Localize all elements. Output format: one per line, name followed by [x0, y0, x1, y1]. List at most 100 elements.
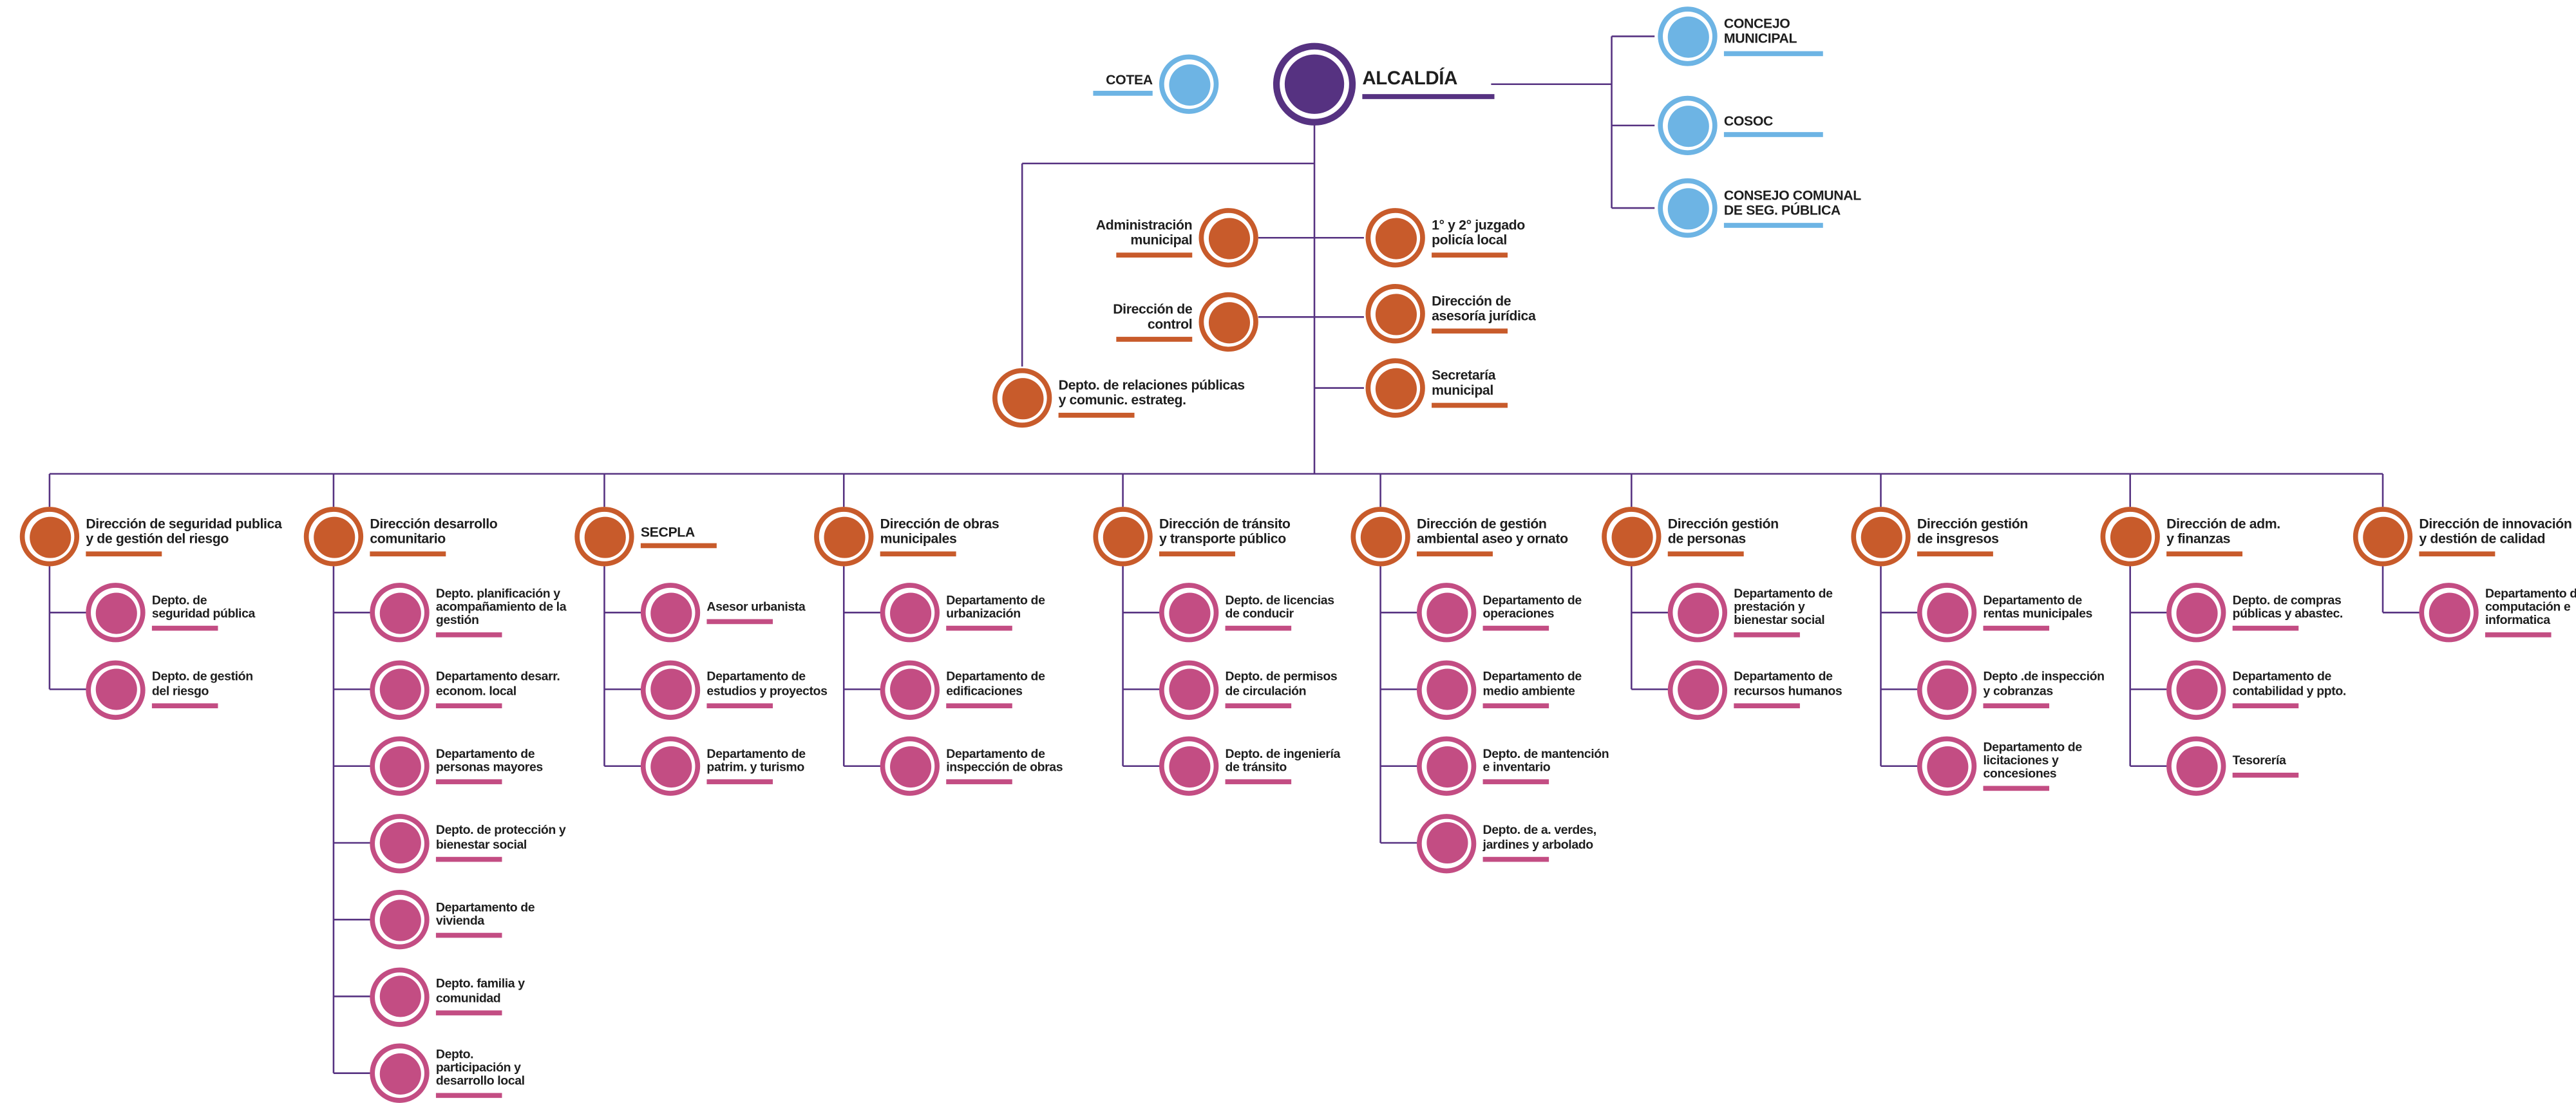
departamento-node-8-1-label-group: Departamento de rentas municipales — [1983, 593, 2092, 632]
departamento-node-9-1-label-group: Depto. de compras públicas y abastec. — [2232, 593, 2343, 632]
departamento-node-9-3-circle-fill — [2175, 745, 2217, 787]
direccion-control-node-underline — [1116, 336, 1193, 341]
departamento-node-4-1-label: Departamento de urbanización — [946, 592, 1045, 621]
departamento-node-9-1-circle — [2166, 583, 2226, 643]
cosoc-node-circle — [1658, 95, 1718, 156]
concejo-municipal-node-label-group: CONCEJO MUNICIPAL — [1723, 17, 1823, 56]
departamento-node-10-1-underline — [2485, 632, 2552, 638]
departamento-node-6-2-circle — [1416, 659, 1477, 719]
relaciones-publicas-node-label: Depto. de relaciones públicas y comunic.… — [1058, 377, 1245, 408]
departamento-node-2-7-underline — [435, 1093, 502, 1098]
cotea-node: COTEA — [1093, 54, 1219, 114]
departamento-node-4-3-label: Departamento de inspección de obras — [946, 746, 1063, 775]
departamento-node-3-3-label-group: Departamento de patrim. y turismo — [706, 746, 806, 785]
direccion-node-4-underline — [880, 551, 956, 556]
departamento-node-1-2-label: Depto. de gestión del riesgo — [151, 669, 253, 698]
departamento-node-1-1: Depto. de seguridad pública — [86, 583, 255, 643]
departamento-node-3-1-underline — [706, 619, 773, 625]
relaciones-publicas-node-label-group: Depto. de relaciones públicas y comunic.… — [1058, 377, 1245, 417]
departamento-node-2-3-underline — [435, 779, 502, 785]
departamento-node-6-4-label-group: Depto. de a. verdes, jardines y arbolado — [1482, 823, 1596, 862]
consejo-seguridad-node-label: CONSEJO COMUNAL DE SEG. PÚBLICA — [1723, 187, 1861, 218]
departamento-node-8-3-underline — [1983, 786, 2050, 791]
departamento-node-2-4-circle-fill — [379, 822, 421, 864]
direccion-node-5-circle-fill — [1102, 516, 1144, 558]
departamento-node-4-2-label: Departamento de edificaciones — [946, 669, 1045, 698]
departamento-node-6-3: Depto. de mantención e inventario — [1416, 736, 1609, 796]
departamento-node-8-2-underline — [1983, 702, 2050, 708]
departamento-node-6-2-circle-fill — [1426, 668, 1468, 710]
administracion-node-circle — [1198, 208, 1258, 268]
departamento-node-2-5: Departamento de vivienda — [370, 890, 535, 950]
departamento-node-5-3-label: Depto. de ingeniería de tránsito — [1225, 746, 1341, 775]
departamento-node-3-1-circle-fill — [649, 592, 692, 634]
departamento-node-5-3: Depto. de ingeniería de tránsito — [1159, 736, 1341, 796]
cotea-node-circle — [1159, 54, 1219, 114]
concejo-municipal-node-underline — [1723, 50, 1823, 56]
departamento-node-2-1-circle — [370, 583, 430, 643]
direccion-node-6: Dirección de gestión ambiental aseo y or… — [1350, 507, 1568, 567]
departamento-node-3-3-underline — [706, 779, 773, 785]
consejo-seguridad-node: CONSEJO COMUNAL DE SEG. PÚBLICA — [1658, 178, 1861, 238]
departamento-node-1-1-circle-fill — [95, 592, 137, 634]
departamento-node-2-4-circle — [370, 813, 430, 873]
secretaria-node-label-group: Secretaría municipal — [1432, 368, 1508, 408]
departamento-node-2-6-label-group: Depto. familia y comunidad — [435, 976, 525, 1015]
departamento-node-3-1-label-group: Asesor urbanista — [706, 599, 806, 625]
departamento-node-9-1-underline — [2232, 626, 2299, 632]
cosoc-node: COSOC — [1658, 95, 1823, 156]
direccion-node-5-label-group: Dirección de tránsito y transporte públi… — [1159, 517, 1291, 556]
departamento-node-6-3-circle — [1416, 736, 1477, 796]
departamento-node-4-3-underline — [946, 779, 1012, 785]
departamento-node-2-2-underline — [435, 702, 502, 708]
departamento-node-8-3-circle-fill — [1926, 745, 1968, 787]
departamento-node-6-2-label-group: Departamento de medio ambiente — [1482, 670, 1582, 708]
departamento-node-10-1: Departamento de computación e informatic… — [2419, 583, 2576, 643]
direccion-node-8-circle-fill — [1860, 516, 1902, 558]
direccion-node-6-label: Dirección de gestión ambiental aseo y or… — [1416, 516, 1568, 547]
departamento-node-8-3-circle — [1917, 736, 1977, 796]
departamento-node-5-2-circle-fill — [1168, 668, 1210, 710]
administracion-node-circle-fill — [1208, 217, 1249, 259]
departamento-node-2-3-circle — [370, 736, 430, 796]
direccion-node-6-circle-fill — [1359, 516, 1401, 558]
departamento-node-2-6-underline — [435, 1010, 502, 1015]
departamento-node-6-2-underline — [1482, 702, 1549, 708]
direccion-node-7-label-group: Dirección gestión de personas — [1667, 517, 1779, 556]
direccion-node-8-label: Dirección gestión de insgresos — [1917, 516, 2028, 547]
direccion-node-6-label-group: Dirección de gestión ambiental aseo y or… — [1416, 516, 1568, 556]
departamento-node-9-3-underline — [2232, 773, 2299, 778]
departamento-node-6-4: Depto. de a. verdes, jardines y arbolado — [1416, 813, 1596, 873]
departamento-node-3-2-circle — [640, 659, 701, 719]
departamento-node-6-4-underline — [1482, 856, 1549, 862]
departamento-node-7-1: Departamento de prestación y bienestar s… — [1667, 583, 1833, 643]
direccion-node-9-circle — [2100, 507, 2160, 567]
departamento-node-8-2-circle — [1917, 659, 1977, 719]
concejo-municipal-node: CONCEJO MUNICIPAL — [1658, 6, 1823, 66]
direccion-control-node-circle — [1198, 292, 1258, 352]
departamento-node-9-1-circle-fill — [2175, 592, 2217, 634]
departamento-node-2-6-label: Depto. familia y comunidad — [435, 976, 525, 1005]
departamento-node-7-1-label-group: Departamento de prestación y bienestar s… — [1734, 585, 1833, 638]
departamento-node-7-1-label: Departamento de prestación y bienestar s… — [1734, 585, 1833, 628]
direccion-node-1-label: Dirección de seguridad publica y de gest… — [86, 516, 282, 547]
administracion-node-underline — [1116, 252, 1193, 257]
direccion-node-2-circle — [303, 507, 364, 567]
departamento-node-8-1-underline — [1983, 626, 2050, 632]
cosoc-node-label: COSOC — [1723, 111, 1774, 129]
secretaria-node-underline — [1432, 402, 1508, 408]
departamento-node-6-3-circle-fill — [1426, 745, 1468, 787]
relaciones-publicas-node-circle — [992, 368, 1052, 428]
departamento-node-2-7-label: Depto. participación y desarrollo local — [435, 1046, 525, 1088]
departamento-node-2-1-label-group: Depto. planificación y acompañamiento de… — [435, 587, 567, 638]
departamento-node-7-2: Departamento de recursos humanos — [1667, 659, 1842, 719]
departamento-node-5-1-label: Depto. de licencias de conducir — [1225, 592, 1334, 621]
departamento-node-3-1: Asesor urbanista — [640, 583, 806, 643]
departamento-node-2-2: Departamento desarr. econom. local — [370, 659, 560, 719]
direccion-node-10-underline — [2419, 551, 2496, 556]
departamento-node-3-3-label: Departamento de patrim. y turismo — [706, 746, 806, 775]
departamento-node-5-2-label: Depto. de permisos de circulación — [1225, 669, 1338, 698]
departamento-node-2-1: Depto. planificación y acompañamiento de… — [370, 583, 567, 643]
departamento-node-3-1-label: Asesor urbanista — [706, 599, 806, 614]
